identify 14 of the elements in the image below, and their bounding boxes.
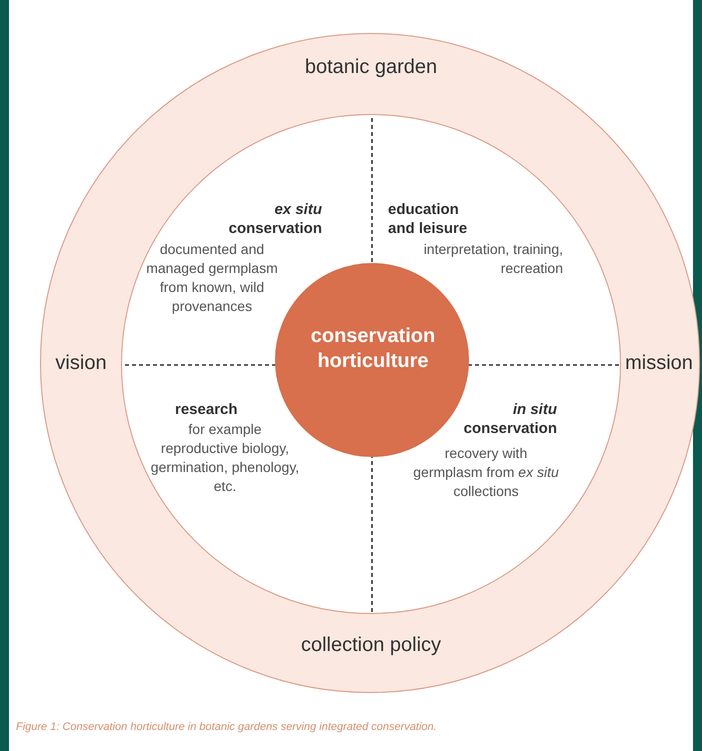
- quadrant-heading: ex situ conservation: [228, 200, 322, 238]
- quadrant-text: documented and managed germplasm from known, wild provenances: [145, 240, 279, 316]
- ring-label: collection policy: [300, 634, 442, 657]
- quadrant-heading: in situ conservation: [462, 400, 557, 438]
- quadrant-heading: education and leisure: [388, 200, 468, 238]
- center-label: conservation horticulture: [310, 324, 436, 374]
- quadrant-text: recovery with germplasm from ex situ collections: [412, 444, 560, 501]
- quadrant-heading: research: [175, 400, 239, 419]
- quadrant-text: for example reproductive biology, germination, phenology, etc.: [150, 420, 300, 496]
- quadrant-text: interpretation, training, recreation: [422, 240, 563, 278]
- ring-label: botanic garden: [304, 56, 438, 79]
- ring-label: vision: [55, 352, 107, 375]
- caption: Figure 1: Conservation horticulture in botanic gardens serving integrated conservation.: [16, 721, 437, 733]
- ring-label: mission: [625, 352, 693, 375]
